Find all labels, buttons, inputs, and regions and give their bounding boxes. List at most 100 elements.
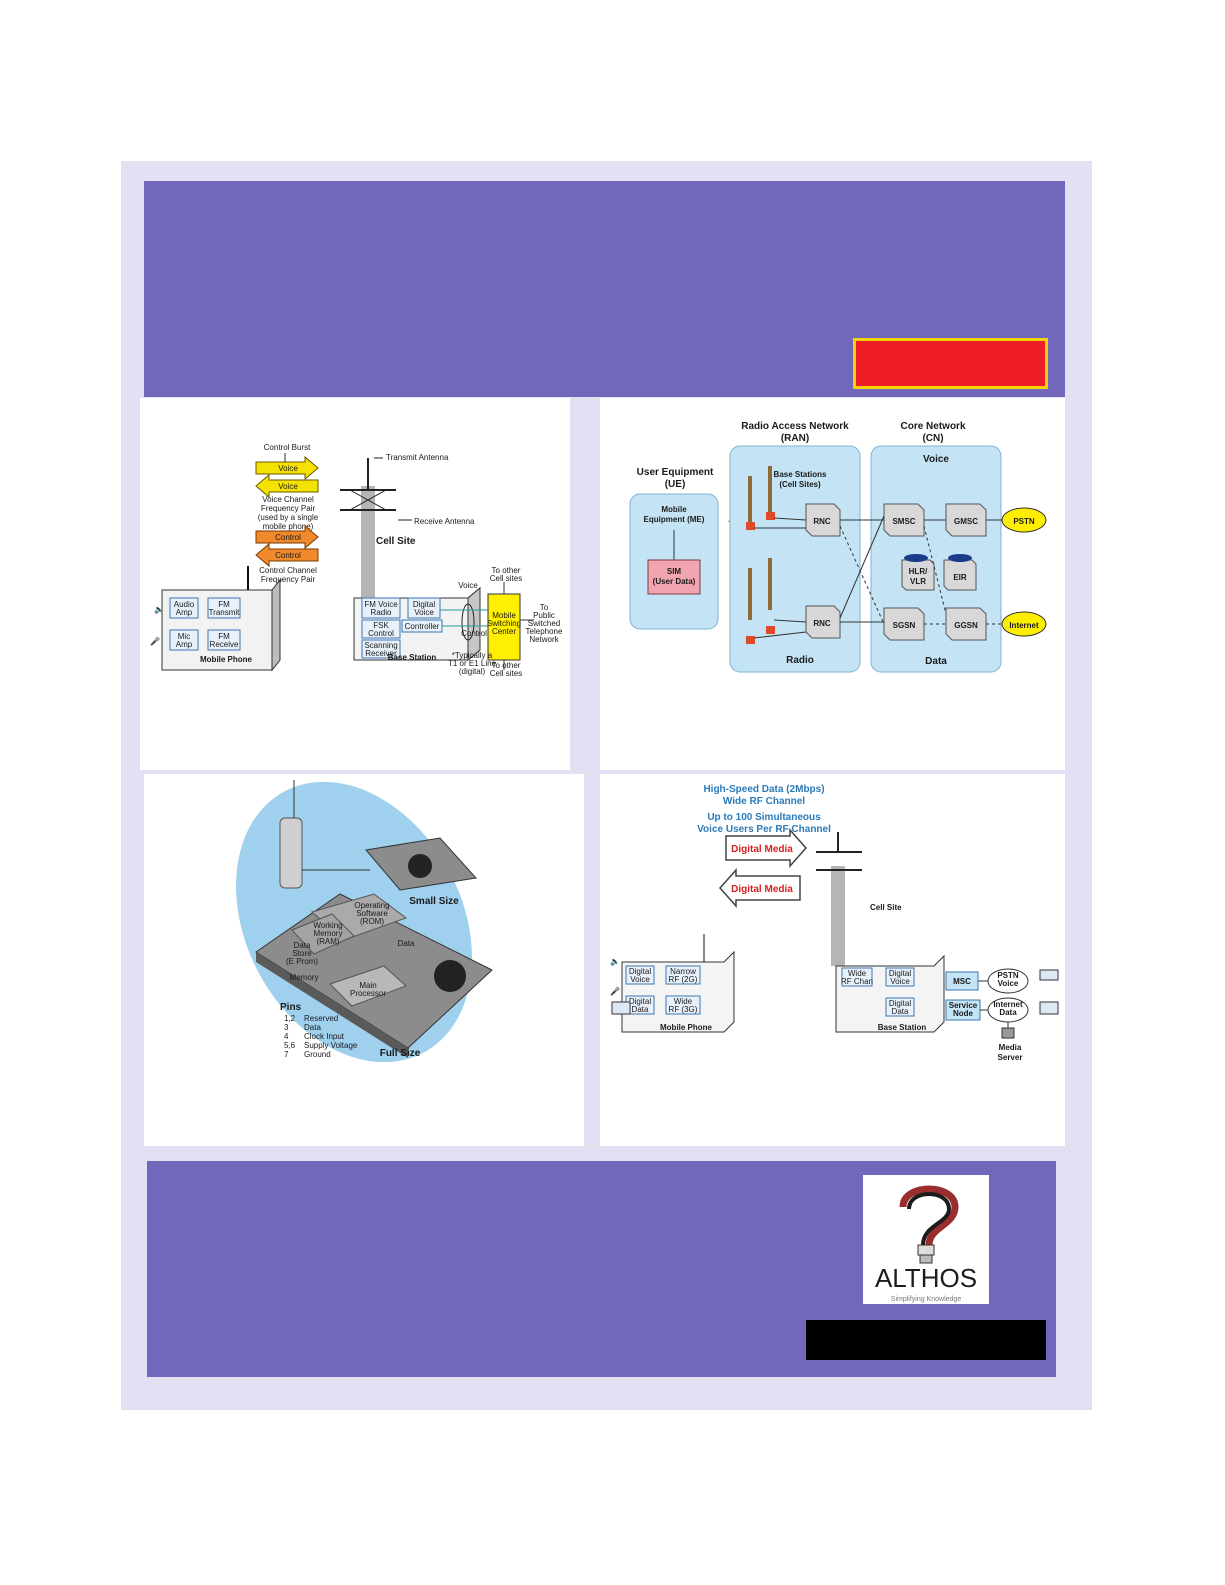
pin-number: 4 xyxy=(284,1032,289,1041)
svg-text:Internet: Internet xyxy=(1009,621,1039,630)
svg-text:SMSC: SMSC xyxy=(892,517,915,526)
svg-text:Full Size: Full Size xyxy=(380,1048,421,1059)
ran-title: Radio Access Network xyxy=(741,421,849,432)
svg-text:Digital: Digital xyxy=(889,969,911,978)
svg-text:Data: Data xyxy=(892,1007,909,1016)
svg-text:Voice: Voice xyxy=(890,977,910,986)
svg-text:Wide: Wide xyxy=(674,997,693,1006)
svg-text:Software: Software xyxy=(356,909,388,918)
svg-text:Data: Data xyxy=(925,656,947,667)
svg-text:GMSC: GMSC xyxy=(954,517,978,526)
pin-function: Data xyxy=(304,1023,321,1032)
svg-text:Base Stations: Base Stations xyxy=(774,470,827,479)
svg-text:Cell sites: Cell sites xyxy=(490,669,522,678)
svg-text:Server: Server xyxy=(998,1053,1023,1062)
svg-text:mobile phone): mobile phone) xyxy=(263,522,314,531)
svg-text:Service: Service xyxy=(949,1001,978,1010)
black-label-box xyxy=(806,1320,1046,1360)
svg-text:Pins: Pins xyxy=(280,1002,302,1013)
svg-text:Digital Media: Digital Media xyxy=(731,884,793,895)
svg-text:FSK: FSK xyxy=(373,621,389,630)
svg-text:SIM: SIM xyxy=(667,567,682,576)
svg-text:VLR: VLR xyxy=(910,577,926,586)
sgsn-node: SGSN xyxy=(883,607,925,641)
svg-text:Frequency Pair: Frequency Pair xyxy=(261,504,316,513)
svg-text:Control: Control xyxy=(275,551,301,560)
pin-function: Clock Input xyxy=(304,1032,345,1041)
svg-text:Narrow: Narrow xyxy=(670,967,696,976)
svg-text:To other: To other xyxy=(492,566,521,575)
svg-text:Wide: Wide xyxy=(848,969,867,978)
svg-text:Digital: Digital xyxy=(889,999,911,1008)
svg-text:Radio: Radio xyxy=(371,608,392,617)
svg-text:Controller: Controller xyxy=(405,622,440,631)
svg-text:Mobile: Mobile xyxy=(492,611,516,620)
svg-text:PSTN: PSTN xyxy=(1013,517,1035,526)
speaker-icon: 🔈 xyxy=(610,957,620,966)
svg-text:(Cell Sites): (Cell Sites) xyxy=(779,480,821,489)
svg-text:Switching: Switching xyxy=(487,619,521,628)
pin-number: 5,6 xyxy=(284,1041,296,1050)
svg-text:Transmit: Transmit xyxy=(209,608,241,617)
svg-text:Network: Network xyxy=(529,635,559,644)
speaker-icon: 🔈 xyxy=(154,605,164,614)
svg-text:Internet: Internet xyxy=(993,1000,1023,1009)
svg-text:Small Size: Small Size xyxy=(409,896,459,907)
eir-node: EIR xyxy=(943,554,977,591)
pin-number: 1,2 xyxy=(284,1014,296,1023)
svg-text:RF Chan: RF Chan xyxy=(841,977,873,986)
svg-text:High-Speed Data (2Mbps): High-Speed Data (2Mbps) xyxy=(703,784,824,795)
smsc-node: SMSC xyxy=(883,503,925,537)
voice-arrow-2: Voice xyxy=(278,482,298,491)
microphone-icon: 🎤 xyxy=(150,636,160,646)
voice-arrow-1: Voice xyxy=(278,464,298,473)
svg-text:Telephone: Telephone xyxy=(526,627,563,636)
figure-3g-system: High-Speed Data (2Mbps) Wide RF Channel … xyxy=(600,774,1065,1146)
svg-text:Frequency Pair: Frequency Pair xyxy=(261,575,316,584)
sim-chip-small xyxy=(408,854,432,878)
svg-text:Radio: Radio xyxy=(786,655,814,666)
internet-cloud xyxy=(1001,611,1047,637)
sim-chip-large xyxy=(434,960,466,992)
control-burst-label: Control Burst xyxy=(264,443,311,452)
svg-text:Public: Public xyxy=(533,611,555,620)
svg-text:Amp: Amp xyxy=(176,608,193,617)
question-bulb-icon: ALTHOS Simplifying Knowledge xyxy=(875,1185,977,1303)
svg-text:Data: Data xyxy=(294,941,311,950)
svg-text:Voice: Voice xyxy=(630,975,650,984)
svg-text:Working: Working xyxy=(313,921,342,930)
svg-text:*Typically a: *Typically a xyxy=(452,651,493,660)
svg-text:GGSN: GGSN xyxy=(954,621,978,630)
svg-text:(E Prom): (E Prom) xyxy=(286,957,318,966)
base-station-label: Base Station xyxy=(388,653,437,662)
svg-text:SGSN: SGSN xyxy=(893,621,916,630)
hlr-node: HLR/ VLR xyxy=(901,554,935,591)
rnc-2: RNC xyxy=(805,605,841,639)
svg-text:FM Voice: FM Voice xyxy=(364,600,398,609)
svg-text:Control: Control xyxy=(275,533,301,542)
svg-text:HLR/: HLR/ xyxy=(909,567,928,576)
svg-text:Control: Control xyxy=(368,629,394,638)
phone-icon xyxy=(279,817,303,889)
rnc-1: RNC xyxy=(805,503,841,537)
svg-text:Digital: Digital xyxy=(413,600,435,609)
svg-text:Scanning: Scanning xyxy=(364,641,397,650)
svg-text:Operating: Operating xyxy=(354,901,389,910)
svg-text:(UE): (UE) xyxy=(665,479,686,490)
svg-text:MSC: MSC xyxy=(953,977,971,986)
figure-sim-card: Small Size Operating Software (ROM) Work… xyxy=(144,774,584,1146)
svg-text:Receive: Receive xyxy=(210,640,239,649)
red-label-box xyxy=(853,338,1048,389)
ue-title: User Equipment xyxy=(637,467,714,478)
cn-title: Core Network xyxy=(900,421,965,432)
svg-text:Wide RF Channel: Wide RF Channel xyxy=(723,796,805,807)
svg-text:(ROM): (ROM) xyxy=(360,917,384,926)
svg-text:Media: Media xyxy=(999,1043,1022,1052)
svg-text:(CN): (CN) xyxy=(922,433,943,444)
svg-text:Memory: Memory xyxy=(314,929,343,938)
svg-text:Voice: Voice xyxy=(458,581,478,590)
svg-text:(used by a single: (used by a single xyxy=(258,513,319,522)
figure-analog-cellular: Control Burst Voice Voice Voice Channel … xyxy=(140,398,570,770)
svg-text:RF (2G): RF (2G) xyxy=(669,975,698,984)
svg-text:Mic: Mic xyxy=(178,632,190,641)
